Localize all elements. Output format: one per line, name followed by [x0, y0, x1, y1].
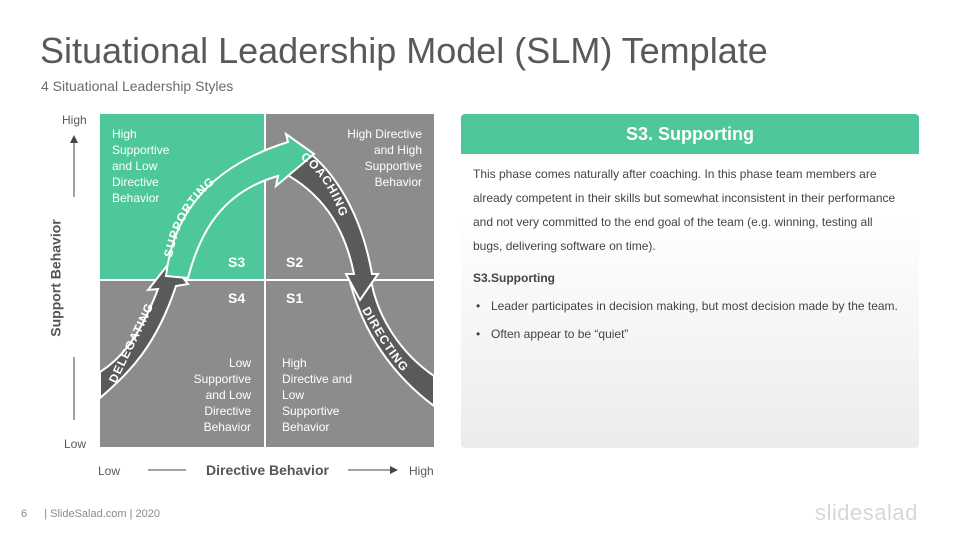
x-axis-title: Directive Behavior	[206, 462, 329, 478]
style-label-s4: S4	[228, 290, 246, 306]
panel-bullet-item: • Leader participates in decision making…	[473, 294, 905, 318]
slide-subtitle: 4 Situational Leadership Styles	[41, 78, 234, 94]
panel-subheading: S3.Supporting	[473, 271, 555, 285]
bullet-icon: •	[476, 299, 481, 313]
directing-arrow-shape	[346, 273, 434, 408]
panel-heading: S3. Supporting	[461, 114, 919, 154]
s1-line: Low	[282, 388, 305, 402]
s4-line: and Low	[205, 388, 251, 402]
footer: 6 | SlideSalad.com | 2020	[21, 508, 160, 520]
brand-logo: slidesalad	[815, 500, 918, 525]
style-label-s2: S2	[286, 254, 304, 270]
supporting-arrow-shape	[164, 131, 316, 280]
bullet-text: Often appear to be “quiet”	[491, 327, 629, 341]
s3-line: High	[112, 127, 137, 141]
slide-title: Situational Leadership Model (SLM) Templ…	[40, 30, 768, 71]
style-label-s3: S3	[228, 254, 246, 270]
s1-line: Supportive	[282, 404, 340, 418]
s4-line: Supportive	[193, 372, 251, 386]
delegating-arrow-shape	[100, 260, 190, 400]
y-axis-low-label: Low	[64, 437, 87, 451]
y-axis-high-label: High	[62, 113, 87, 127]
page-number: 6	[21, 508, 28, 520]
s4-line: Directive	[204, 404, 251, 418]
style-label-s1: S1	[286, 290, 304, 306]
leadership-curve: SUPPORTING COACHING DELEGATING DIRECTING	[100, 131, 434, 408]
y-axis-title: Support Behavior	[47, 219, 64, 337]
s3-line: and Low	[112, 159, 158, 173]
s1-line: High	[282, 356, 307, 370]
s4-description: Low Supportive and Low Directive Behavio…	[171, 355, 251, 435]
panel-bullet-item: • Often appear to be “quiet”	[473, 322, 905, 346]
footer-source: | SlideSalad.com | 2020	[44, 508, 160, 520]
bullet-icon: •	[476, 327, 481, 341]
coaching-arrow-shape	[280, 142, 380, 302]
s3-line: Supportive	[112, 143, 170, 157]
s2-line: Supportive	[364, 159, 422, 173]
s3-description: High Supportive and Low Directive Behavi…	[112, 126, 169, 206]
x-axis-low-label: Low	[98, 464, 121, 478]
detail-panel: S3. Supporting This phase comes naturall…	[461, 114, 919, 448]
directing-arrow-label: DIRECTING	[359, 304, 410, 374]
s1-line: Behavior	[282, 420, 330, 434]
s3-line: Behavior	[112, 191, 160, 205]
panel-body: This phase comes naturally after coachin…	[473, 162, 905, 346]
y-axis-arrows	[70, 135, 78, 420]
s4-line: Behavior	[203, 420, 251, 434]
svg-text:DIRECTING: DIRECTING	[359, 304, 411, 374]
s2-line: and High	[373, 143, 422, 157]
bullet-text: Leader participates in decision making, …	[491, 299, 898, 313]
s1-description: High Directive and Low Supportive Behavi…	[282, 355, 352, 435]
s3-line: Directive	[112, 175, 159, 189]
s2-line: Behavior	[374, 175, 422, 189]
s1-line: Directive and	[282, 372, 353, 386]
x-axis-arrows	[148, 466, 398, 474]
s2-description: High Directive and High Supportive Behav…	[322, 126, 422, 190]
s4-line: Low	[228, 356, 251, 370]
s2-line: High Directive	[347, 127, 422, 141]
x-axis-high-label: High	[409, 464, 434, 478]
panel-description: This phase comes naturally after coachin…	[473, 167, 896, 253]
